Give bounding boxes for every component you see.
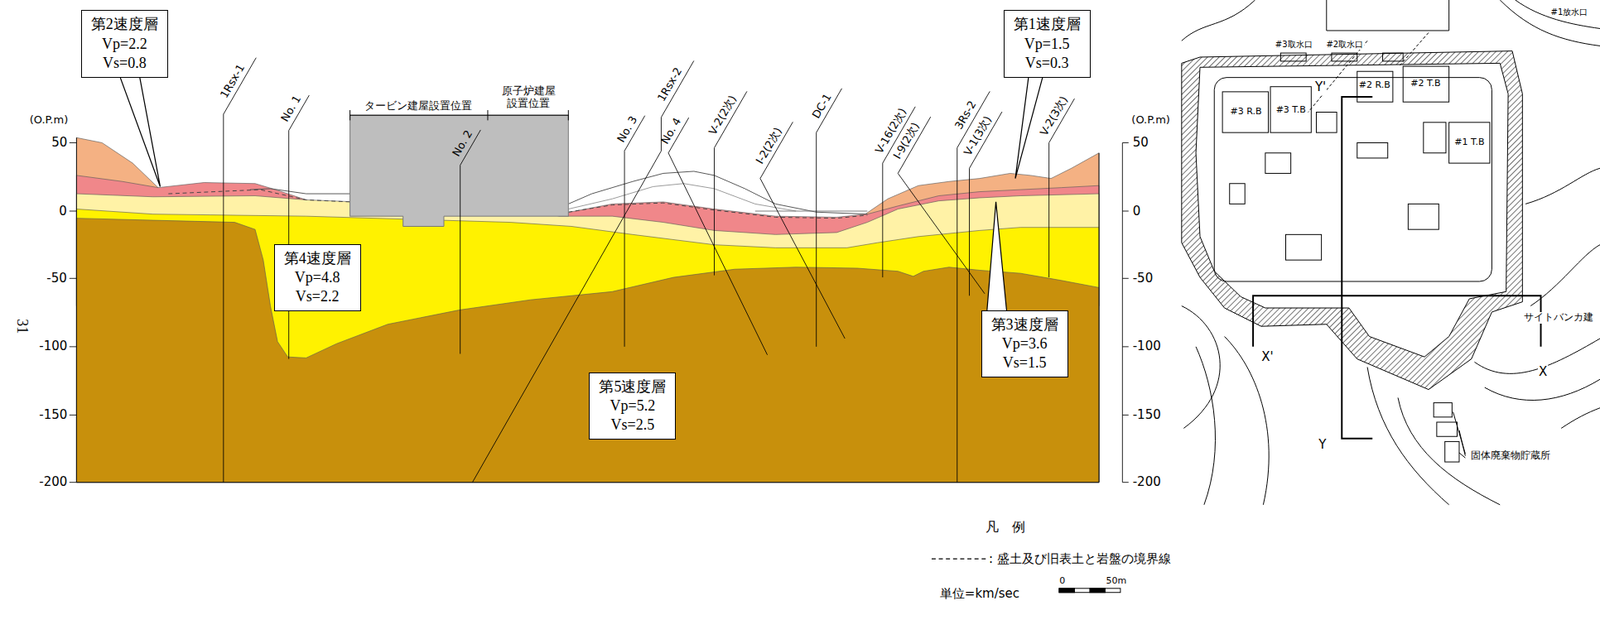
section-mark: X [1537,365,1548,380]
map-building-label: #3 R.B [1228,106,1263,118]
layer-name: 第2速度層 [91,14,159,34]
borehole-lines [223,57,1075,483]
map-label: #1放水口 [1550,7,1590,18]
map-building-label: #3 T.B [1275,105,1307,116]
legend-title: 凡 例 [985,520,1026,535]
scale-label: 0 [1059,576,1066,588]
scale-label: 50m [1105,576,1127,588]
legend-sample [931,558,986,560]
velocity-callout-box: 第5速度層Vp=5.2Vs=2.5 [588,372,676,440]
map-label: #3取水口 [1274,39,1314,50]
borehole-name: 1Rsx-2 [655,65,685,104]
borehole-name: I-2(2次) [754,125,786,167]
velocity-value: Vp=3.6 [991,334,1059,354]
axis-tick: 50 [1132,135,1149,150]
axis-tick: -150 [38,408,68,423]
axis-unit: (O.P.m) [29,114,69,127]
map-building-label: #1 T.B [1453,137,1485,149]
axis-tick: 50 [51,135,68,150]
borehole-name: DC-1 [809,91,834,121]
layer-name: 第3速度層 [991,315,1059,335]
velocity-value: Vp=2.2 [91,34,159,54]
velocity-value: Vp=1.5 [1013,34,1081,54]
velocity-value: Vp=5.2 [598,396,666,416]
velocity-value: Vs=2.2 [284,287,352,307]
velocity-callout-box: 第3速度層Vp=3.6Vs=1.5 [981,310,1069,378]
axis-tick: -100 [1132,339,1162,354]
borehole-name: No. 1 [279,93,305,125]
section-mark: Y' [1314,80,1327,95]
scale-bar [1059,588,1121,593]
borehole-name: V-2(3次) [1038,94,1071,139]
plot-axes [69,137,1129,482]
map-label: サイトバンカ建 [1522,312,1595,324]
site-map [1181,0,1600,506]
axis-tick: -200 [1132,475,1162,490]
axis-tick: -50 [46,271,68,286]
borehole-name: 1Rsx-1 [217,62,247,102]
layer-name: 第5速度層 [598,377,666,397]
axis-tick: 0 [58,204,68,219]
velocity-callout-box: 第1速度層Vp=1.5Vs=0.3 [1003,9,1091,78]
legend-text: : 盛土及び旧表土と岩盤の境界線 [988,552,1172,567]
building-block [350,110,569,227]
axis-tick: -150 [1132,408,1162,423]
velocity-value: Vs=0.8 [91,53,159,73]
page-number: 31 [14,318,32,334]
borehole-name: No. 2 [451,128,477,160]
velocity-value: Vs=1.5 [991,353,1059,373]
velocity-value: Vs=0.3 [1013,53,1081,73]
building-label: 原子炉建屋 設置位置 [499,85,558,111]
velocity-layers [76,137,1099,482]
map-label: 固体廃棄物貯蔵所 [1469,450,1552,463]
map-label: #2取水口 [1325,39,1364,50]
borehole-name: No. 4 [659,115,685,147]
map-building-label: #2 T.B [1409,78,1441,90]
velocity-callout-box: 第2速度層Vp=2.2Vs=0.8 [81,9,169,78]
borehole-name: V-2(2次) [707,93,740,138]
building-label: タービン建屋設置位置 [364,100,473,113]
unit-note: 単位=km/sec [939,587,1020,602]
axis-tick: -100 [38,339,68,354]
layer-name: 第4速度層 [284,249,352,269]
axis-tick: -200 [38,475,68,490]
section-mark: Y [1317,438,1327,453]
section-mark: X' [1260,350,1274,365]
axis-unit: (O.P.m) [1131,114,1171,127]
velocity-callout-box: 第4速度層Vp=4.8Vs=2.2 [274,244,362,312]
axis-tick: -50 [1132,271,1154,286]
map-building-label: #2 R.B [1358,80,1392,92]
velocity-value: Vs=2.5 [598,415,666,435]
velocity-value: Vp=4.8 [284,268,352,288]
borehole-name: No. 3 [615,114,641,145]
callout-pointers [114,61,1047,327]
layer-name: 第1速度層 [1013,14,1081,34]
axis-tick: 0 [1132,204,1142,219]
